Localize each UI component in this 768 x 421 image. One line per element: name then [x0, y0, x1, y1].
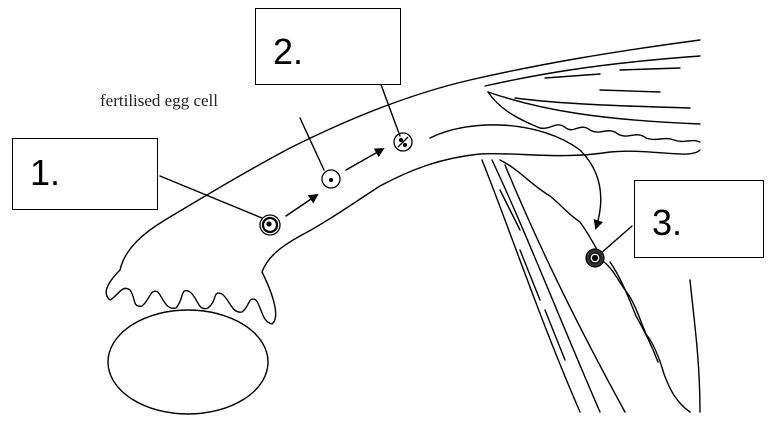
uterus-upper-lining	[488, 92, 700, 142]
label-2-text: 2.	[273, 34, 303, 70]
ovary	[108, 310, 268, 414]
arrow-2-to-3	[346, 149, 383, 170]
uterus-lower-muscle	[482, 160, 625, 412]
label-1-text: 1.	[30, 155, 60, 191]
arrow-1-to-2	[286, 195, 317, 216]
label-3-text: 3.	[652, 205, 682, 241]
leader-caption	[300, 118, 324, 170]
fimbriae	[106, 270, 275, 324]
label-box-2[interactable]: 2.	[255, 8, 401, 85]
leader-1	[160, 176, 262, 218]
implanted-embryo	[586, 249, 604, 267]
uterus-outer-edge	[610, 262, 700, 412]
label-box-3[interactable]: 3.	[634, 180, 764, 258]
leader-2	[380, 82, 400, 136]
leader-3	[600, 226, 632, 254]
fertilised-egg-cell	[322, 170, 340, 188]
fertilised-egg-caption: fertilised egg cell	[100, 91, 218, 111]
oviduct-upper-wall	[120, 40, 700, 270]
cell-stage-1	[260, 215, 280, 235]
label-box-1[interactable]: 1.	[12, 138, 158, 210]
cell-stage-2	[394, 133, 412, 151]
uterus-upper-muscle	[485, 56, 700, 124]
